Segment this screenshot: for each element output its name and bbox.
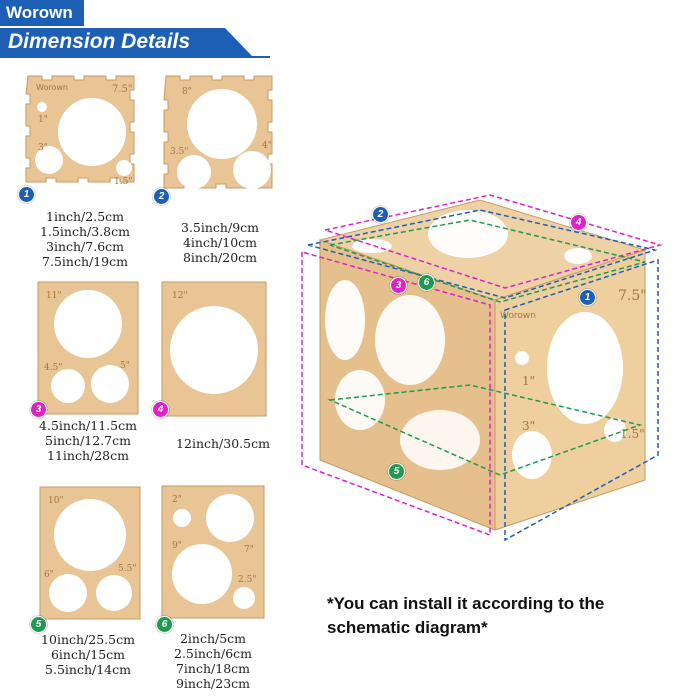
cube-mark: 1" [522,374,535,388]
dimension-line: 3inch/7.6cm [46,239,124,254]
panel-5: 10" 6" 5.5" [38,485,142,621]
dimension-line: 2inch/5cm [179,631,247,646]
cube-badge-6: 6 [418,274,435,291]
dimension-line: 10inch/25.5cm [41,632,135,647]
dimension-line: 1inch/2.5cm [46,209,124,224]
panel-1-mark: 3" [38,143,48,153]
cube-badge-5: 5 [388,463,405,480]
panel-6-mark: 2" [172,495,182,505]
panel-1-badge: 1 [18,186,35,203]
panel-1-mark: 1" [38,115,48,125]
panel-6-board: 2" 9" 7" 2.5" [161,485,265,619]
dimension-line: 7.5inch/19cm [42,254,128,269]
dimension-line: 7inch/18cm [175,661,251,676]
dimension-line: 1.5inch/3.8cm [40,224,130,239]
panel-5-board: 10" 6" 5.5" [39,486,141,620]
dimension-line: 9inch/23cm [175,676,251,691]
panel-1-mark-brand: Worown [36,83,68,92]
panel-4-badge: 4 [152,401,169,418]
panel-1-mark: 1.5" [114,177,132,187]
cube-mark-brand: Worown [500,311,536,321]
panel-6-mark: 2.5" [238,575,256,585]
panel-6-mark: 7" [244,545,254,555]
dimension-line: 6inch/15cm [50,647,126,662]
panel-3-mark: 11" [46,291,62,301]
panel-1-board: Worown 7.5" 1" 3" 1.5" [25,75,135,187]
panel-5-mark: 6" [44,570,54,580]
dimension-line: 2.5inch/6cm [174,646,252,661]
panel-4-dimensions: 12inch/30.5cm [168,436,278,451]
panel-2-mark: 8" [182,87,192,97]
panel-3-dimensions: 4.5inch/11.5cm 5inch/12.7cm 11inch/28cm [26,418,150,463]
cube-mark: 1.5" [620,427,645,441]
panel-3-badge: 3 [30,401,47,418]
dimension-line: 5inch/12.7cm [45,433,131,448]
panel-2-mark: 4" [262,141,272,151]
panel-3-mark: 5" [120,361,130,371]
panel-2-board: 8" 3.5" 4" [163,75,273,189]
panel-3: 11" 4.5" 5" [36,280,140,416]
dimension-line: 12inch/30.5cm [176,436,270,451]
panel-6-dimensions: 2inch/5cm 2.5inch/6cm 7inch/18cm 9inch/2… [158,631,268,691]
panel-5-dimensions: 10inch/25.5cm 6inch/15cm 5.5inch/14cm [26,632,150,677]
panel-6: 2" 9" 7" 2.5" [160,484,266,620]
dimension-line: 8inch/20cm [182,250,258,265]
dimension-line: 5.5inch/14cm [45,662,131,677]
panel-5-badge: 5 [30,616,47,633]
page-title: Dimension Details [0,28,252,56]
cube-badge-4: 4 [570,214,587,231]
dimension-line: 4inch/10cm [182,235,258,250]
panel-4-board: 12" [161,281,267,417]
panel-6-mark: 9" [172,541,182,551]
cube-mark: 7.5" [618,288,647,304]
assembled-cube-diagram: Worown 7.5" 1" 3" 1.5" 2 4 3 6 1 5 [300,190,672,545]
panel-4-mark: 12" [172,291,188,301]
title-underline [0,56,270,58]
panel-4: 12" [160,280,268,418]
cube-illustration: Worown 7.5" 1" 3" 1.5" [301,194,663,542]
panel-1: Worown 7.5" 1" 3" 1.5" [22,72,146,196]
panel-2-dimensions: 3.5inch/9cm 4inch/10cm 8inch/20cm [165,220,275,265]
panel-5-mark: 10" [48,496,64,506]
panel-1-mark: 7.5" [112,84,133,95]
panel-2: 8" 3.5" 4" [160,72,284,200]
panel-2-badge: 2 [153,188,170,205]
brand-logo: Worown [0,0,84,26]
cube-mark: 3" [522,419,535,433]
cube-badge-2: 2 [372,206,389,223]
dimension-line: 3.5inch/9cm [181,220,259,235]
panel-5-mark: 5.5" [118,564,136,574]
cube-badge-3: 3 [390,277,407,294]
panel-2-mark: 3.5" [170,147,188,157]
panel-1-dimensions: 1inch/2.5cm 1.5inch/3.8cm 3inch/7.6cm 7.… [30,209,140,269]
panel-3-board: 11" 4.5" 5" [37,281,139,415]
dimension-line: 4.5inch/11.5cm [39,418,137,433]
dimension-line: 11inch/28cm [47,448,129,463]
panel-3-mark: 4.5" [44,363,62,373]
hole-7.5-circle [58,98,126,166]
installation-note: *You can install it according to the sch… [327,594,605,637]
cube-badge-1: 1 [579,289,596,306]
panel-6-badge: 6 [156,616,173,633]
